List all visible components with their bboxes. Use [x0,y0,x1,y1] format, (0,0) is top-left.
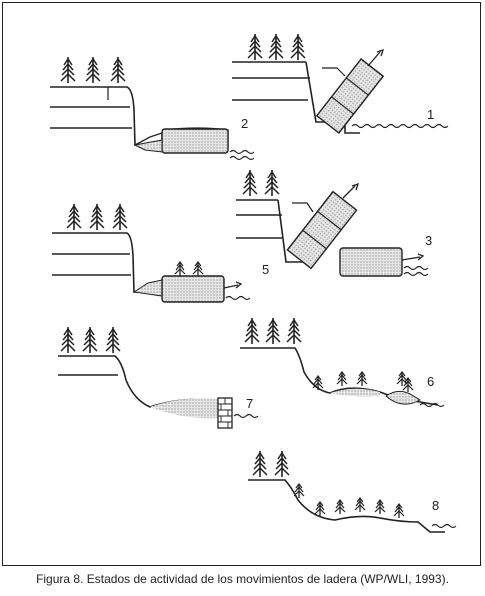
panel-2 [50,56,255,161]
stage-label-5: 5 [262,262,270,277]
stage-label-8: 8 [432,498,440,513]
stage-label-1: 1 [427,107,435,122]
figure-caption: Figura 8. Estados de actividad de los mo… [36,572,449,586]
stage-label-7: 7 [246,396,254,411]
landslide-activity-diagram [50,33,457,533]
figure-frame [2,2,481,566]
stage-label-3: 3 [425,233,433,248]
panel-7 [58,326,259,429]
panel-5 [52,203,251,303]
panel-6 [240,317,445,408]
panel-3 [236,169,429,277]
panel-8 [248,450,457,533]
panel-1 [232,33,449,134]
stage-label-2: 2 [241,116,249,131]
stage-label-6: 6 [427,374,435,389]
